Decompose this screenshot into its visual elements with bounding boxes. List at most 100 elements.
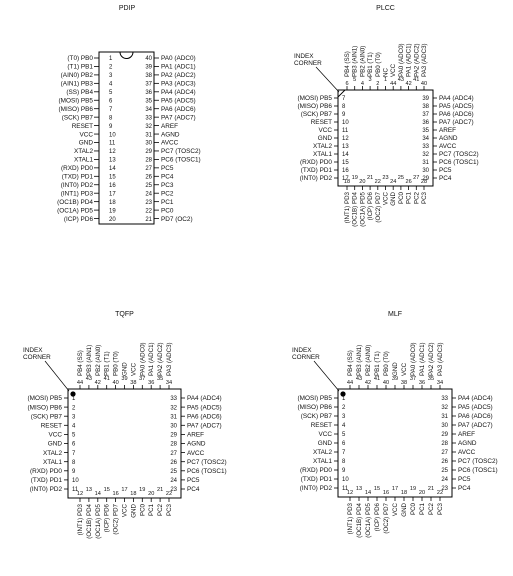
pin-label: (T1) PB1	[67, 64, 93, 71]
pin-number: 11	[342, 128, 349, 134]
pin-label: XTAL2	[74, 148, 94, 155]
pin-label: (MOSI) PB5	[298, 95, 333, 102]
pin-label: VCC	[80, 131, 94, 138]
pin-label: PC1	[419, 502, 426, 515]
pin-label: PC5	[439, 167, 452, 174]
pin-number: 24	[390, 179, 396, 185]
pin-number: 1	[384, 77, 387, 83]
pin-number: 4	[361, 81, 364, 87]
pin-label: PB1 (T1)	[104, 351, 111, 376]
pin-label: PC6 (TOSC1)	[187, 468, 227, 475]
pin-label: VCC	[392, 502, 399, 516]
pin-number: 16	[342, 168, 349, 174]
pin-number: 12	[109, 149, 116, 155]
pin-label: PA0 (ADC0)	[139, 342, 146, 376]
pin-number: 3	[109, 73, 113, 79]
pdip-notch	[119, 51, 134, 59]
pin-label: PC4	[439, 175, 452, 182]
pin-label: PC5	[161, 165, 174, 172]
pin-label: PC4	[458, 485, 471, 492]
pin-label: (MOSI) PB5	[59, 97, 94, 104]
mlf-pin-32-pa5-adc5: 32 PA5 (ADC5)	[441, 404, 492, 411]
pin-label: XTAL1	[43, 459, 63, 466]
pin-label: (INT0) PD2	[300, 175, 333, 182]
plcc-pin-18-int1-pd3: 18(INT1) PD3	[344, 179, 351, 223]
pin-label: VCC	[401, 362, 408, 376]
pin-number: 18	[344, 179, 350, 185]
pin-number: 10	[342, 120, 349, 126]
pin-number: 2	[342, 405, 346, 411]
pin-number: 33	[145, 115, 152, 121]
pin-label: (MISO) PB6	[28, 404, 63, 411]
pin-label: PA2 (ADC2)	[428, 342, 435, 376]
pin-number: 7	[109, 107, 113, 113]
pin-number: 32	[422, 152, 429, 158]
pin-label: GND	[79, 140, 94, 147]
pin-number: 42	[95, 380, 101, 386]
pin-label: PC0	[410, 502, 417, 515]
pin-number: 1	[109, 56, 113, 62]
pin-label: PA5 (ADC5)	[458, 404, 493, 411]
pin-number: 9	[342, 468, 346, 474]
pin-label: GND	[48, 441, 63, 448]
pin-number: 11	[342, 486, 349, 492]
pin-label: (TXD) PD1	[31, 477, 63, 484]
pin-number: 23	[382, 175, 388, 181]
pin-number: 6	[345, 81, 348, 87]
pin-number: 5	[342, 432, 346, 438]
pin-number: 36	[148, 380, 154, 386]
pin-label: AVCC	[187, 450, 205, 457]
pin-number: 32	[145, 124, 152, 130]
pin-number: 23	[441, 486, 448, 492]
pin-label: PA1 (ADC1)	[419, 342, 426, 376]
pin-number: 32	[441, 405, 448, 411]
pin-number: 15	[374, 486, 380, 492]
pin-label: PB3 (AIN1)	[86, 345, 93, 376]
pin-label: PC3	[161, 182, 174, 189]
pin-number: 14	[342, 152, 349, 158]
pin-number: 33	[441, 396, 448, 402]
pin-number: 3	[72, 414, 76, 420]
pin-number: 8	[109, 115, 113, 121]
pin-label: PA5 (ADC5)	[439, 103, 474, 110]
pin-label: (RXD) PD0	[61, 165, 93, 172]
pin-label: (SCK) PB7	[31, 413, 63, 420]
pin-label: PC2	[157, 503, 164, 516]
pin-number: 29	[441, 432, 448, 438]
pin-number: 7	[342, 450, 346, 456]
pin-label: PA0 (ADC0)	[410, 342, 417, 376]
index-corner-label: CORNER	[292, 354, 320, 361]
pin-number: 10	[109, 132, 116, 138]
mlf-pin-12-int1-pd3: 12(INT1) PD3	[347, 490, 354, 534]
pin-number: 19	[352, 175, 358, 181]
pin-label: PA4 (ADC4)	[187, 395, 222, 402]
tqfp-pin-3-sck-pb7: (SCK) PB7 3	[31, 413, 76, 420]
pin-label: VCC	[390, 63, 397, 77]
pin-number: 37	[139, 376, 145, 382]
pin-number: 34	[166, 380, 172, 386]
pin-number: 38	[401, 380, 407, 386]
pin-label: PB4 (SS)	[347, 350, 354, 376]
